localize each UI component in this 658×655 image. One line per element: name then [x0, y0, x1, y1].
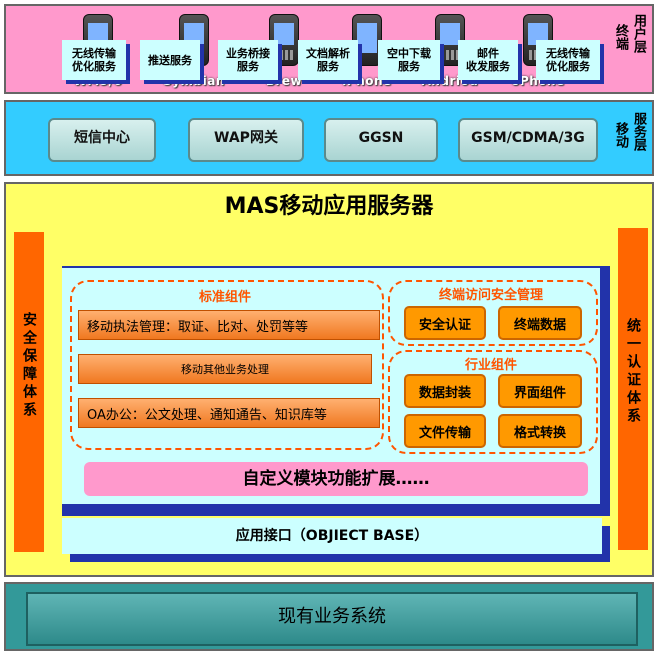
service-ota-download: 空中下载 服务	[378, 40, 440, 80]
other-business-bar: 移动其他业务处理	[78, 354, 372, 384]
security-system-label: 安全保障体系	[21, 312, 37, 420]
sms-center-box: 短信中心	[48, 118, 156, 162]
ui-components-button: 界面组件	[498, 374, 582, 408]
service-doc-parse: 文档解析 服务	[298, 40, 358, 80]
oa-office-bar: OA办公：公文处理、通知通告、知识库等	[78, 398, 380, 428]
terminal-security-group	[388, 280, 598, 346]
security-system-bar: 安全保障体系	[14, 232, 44, 552]
industry-components-group	[388, 350, 598, 454]
terminal-data-button: 终端数据	[498, 306, 582, 340]
ggsn-box: GGSN	[324, 118, 438, 162]
industry-components-title: 行业组件	[464, 358, 517, 373]
custom-module-extension-bar: 自定义模块功能扩展……	[84, 462, 588, 496]
service-wireless-optimize-2: 无线传输 优化服务	[536, 40, 600, 80]
existing-business-systems-bar: 现有业务系统	[26, 592, 638, 646]
standard-components-group	[70, 280, 384, 450]
terminal-security-title: 终端访问安全管理	[438, 288, 543, 303]
service-wireless-optimize: 无线传输 优化服务	[62, 40, 126, 80]
service-business-bridge: 业务桥接 服务	[218, 40, 278, 80]
format-conversion-button: 格式转换	[498, 414, 582, 448]
mobile-service-layer: 短信中心 WAP网关 GGSN GSM/CDMA/3G 服务层 移动	[4, 100, 654, 176]
data-encapsulation-button: 数据封装	[404, 374, 486, 408]
service-push: 推送服务	[140, 40, 200, 80]
mobile-law-enforcement-bar: 移动执法管理：取证、比对、处罚等等	[78, 310, 380, 340]
wap-gateway-box: WAP网关	[188, 118, 304, 162]
service-layer-label: 服务层	[631, 112, 646, 151]
user-layer-label: 用户层	[631, 14, 646, 53]
auth-system-label: 统一认证体系	[625, 318, 641, 426]
gsm-cdma-3g-box: GSM/CDMA/3G	[458, 118, 598, 162]
mas-title: MAS移动应用服务器	[224, 194, 434, 219]
terminal-label: 终端	[613, 24, 628, 50]
service-mail: 邮件 收发服务	[458, 40, 518, 80]
mobile-label: 移动	[613, 122, 628, 148]
security-auth-button: 安全认证	[404, 306, 486, 340]
file-transfer-button: 文件传输	[404, 414, 486, 448]
auth-system-bar: 统一认证体系	[618, 228, 648, 550]
standard-components-title: 标准组件	[198, 290, 251, 305]
application-interface-bar: 应用接口（OBJIECT BASE）	[62, 518, 602, 554]
